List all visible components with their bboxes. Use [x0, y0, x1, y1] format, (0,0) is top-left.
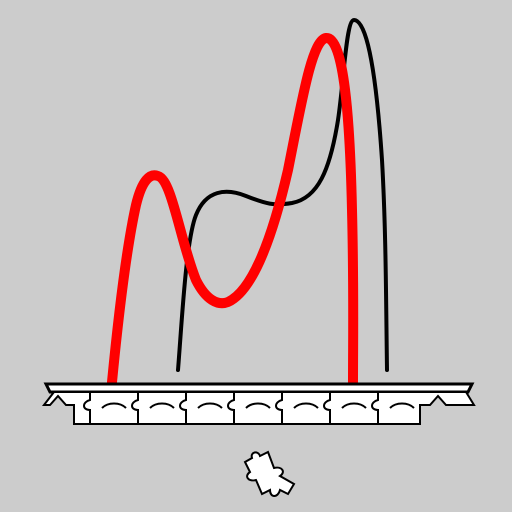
puzzle-seam	[131, 392, 139, 424]
puzzle-seam	[323, 392, 331, 424]
puzzle-seam	[83, 392, 91, 424]
puzzle-tab	[197, 402, 223, 409]
puzzle-tab	[293, 402, 319, 409]
red-curve	[107, 33, 359, 387]
platform-body	[41, 391, 476, 425]
puzzle-seams	[83, 392, 415, 424]
puzzle-tab	[149, 402, 175, 409]
platform-top-bar	[43, 382, 475, 394]
loose-puzzle-piece	[243, 450, 296, 497]
puzzle-seam	[371, 392, 379, 424]
puzzle-platform	[41, 382, 476, 425]
puzzle-tab	[245, 402, 271, 409]
puzzle-seam	[179, 392, 187, 424]
black-curve	[176, 17, 389, 372]
puzzle-seam	[227, 392, 235, 424]
puzzle-tab	[389, 402, 415, 409]
puzzle-tab	[341, 402, 367, 409]
puzzle-tab	[101, 402, 127, 409]
puzzle-seam	[275, 392, 283, 424]
